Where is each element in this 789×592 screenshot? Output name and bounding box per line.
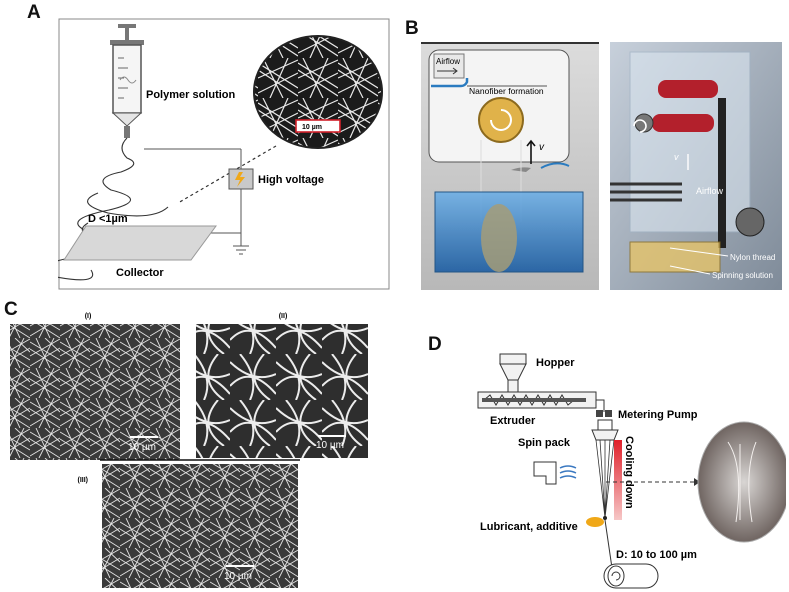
rotating-roller	[478, 97, 524, 143]
spinning-nozzles	[610, 182, 682, 202]
spin-pack-icon	[591, 429, 619, 441]
fiber-photo	[697, 421, 786, 543]
rotation-arrow-icon	[490, 109, 512, 131]
lubricant-drop-icon	[586, 517, 604, 527]
panel-a-electrospinning-diagram: Polymer solution 10 µm High voltage D <1…	[58, 18, 390, 290]
metering-pump-icon	[596, 410, 612, 417]
panel-letter-c: C	[4, 299, 18, 320]
spinning-solution-label: Spinning solution	[712, 271, 773, 280]
velocity-symbol-b: v	[539, 142, 545, 153]
panel-letter-a: A	[27, 2, 41, 23]
scale-label-iii: 10 µm	[224, 571, 252, 582]
sub-label-iii: (III)	[78, 477, 89, 484]
filament-cone	[595, 439, 615, 519]
scale-label-ii: 10 µm	[316, 440, 344, 451]
spin-pack-label: Spin pack	[518, 437, 571, 449]
red-rollers	[634, 80, 726, 248]
photo-motor	[735, 207, 765, 237]
panel-c-sem-images: (I) 10 µm (II) 10 µm (III) 10 µm	[10, 313, 368, 588]
photo-airflow-label: Airflow	[696, 186, 724, 196]
scale-bar-label-a: 10 µm	[302, 124, 322, 131]
sem-image-iii	[102, 464, 298, 588]
airflow-arrow-icon	[437, 67, 458, 75]
airflow-label-b: Airflow	[436, 57, 460, 66]
panel-letter-b: B	[405, 18, 419, 39]
air-blower-icon	[533, 461, 577, 485]
cooling-gradient-bar	[614, 440, 622, 520]
syringe-icon	[110, 24, 144, 138]
panel-b-schematic: Airflow Nanofiber formation v	[421, 42, 599, 290]
sub-label-i: (I)	[85, 313, 92, 320]
diameter-label-a: D <1µm	[88, 213, 128, 225]
hopper-label: Hopper	[536, 357, 575, 369]
panel-letter-d: D	[428, 334, 442, 355]
hopper-icon	[499, 353, 527, 393]
submerged-cylinder	[481, 204, 517, 272]
take-up-roll-icon	[603, 563, 659, 589]
sem-image-ii	[196, 324, 368, 458]
cooling-down-label: Cooling down	[623, 436, 635, 509]
ground-icon	[233, 233, 249, 255]
panel-d-melt-spinning-diagram: Hopper Extruder Metering Pump Spin pack …	[477, 353, 786, 589]
collector-plate	[63, 225, 217, 261]
scale-label-i: 10 µm	[128, 442, 156, 453]
lightning-bolt-icon	[235, 172, 245, 187]
sem-image-i	[10, 324, 180, 460]
panel-b-photo: v Airflow Nylon thread Spinning solution	[610, 42, 782, 290]
extruder-label: Extruder	[490, 415, 536, 427]
nylon-thread-label: Nylon thread	[730, 253, 775, 262]
diameter-label-d: D: 10 to 100 µm	[616, 549, 697, 561]
polymer-solution-label: Polymer solution	[146, 89, 236, 101]
lubricant-label: Lubricant, additive	[480, 521, 578, 533]
fiber-zoom-circle	[253, 35, 383, 149]
high-voltage-label: High voltage	[258, 174, 324, 186]
metering-pump-label: Metering Pump	[618, 409, 698, 421]
sub-label-ii: (II)	[279, 313, 288, 320]
nanofiber-formation-label: Nanofiber formation	[469, 86, 544, 96]
collector-label: Collector	[116, 267, 164, 279]
extruder-icon	[477, 391, 597, 409]
photo-rotation-arrow-icon	[633, 119, 647, 133]
photo-velocity-symbol: v	[674, 152, 679, 162]
scale-bar-box	[295, 119, 341, 133]
